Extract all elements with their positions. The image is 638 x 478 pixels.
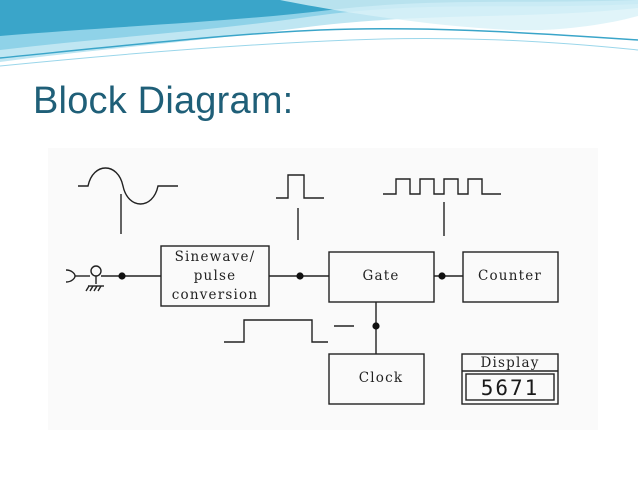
junction-dot: [438, 272, 446, 280]
display-label: Display: [480, 355, 539, 371]
slide-title: Block Diagram:: [33, 80, 294, 122]
counter-block: [462, 251, 559, 303]
sine-wave-trace: [78, 167, 178, 205]
gate-control-pulse-trace: [224, 319, 328, 343]
single-pulse-trace: [276, 174, 324, 199]
sinewave-pulse-label-line2: pulse: [194, 268, 237, 284]
display-value: 5671: [481, 376, 540, 400]
sinewave-pulse-label-line1: Sinewave/: [175, 249, 256, 265]
block-diagram-svg: Sinewave/ pulse conversion Gate Counter …: [65, 167, 559, 405]
counter-label: Counter: [478, 268, 542, 284]
display-block: [461, 353, 559, 405]
clock-block: [328, 353, 425, 405]
junction-dot: [118, 272, 126, 280]
junction-dot: [296, 272, 304, 280]
header-wave-decoration: [0, 0, 638, 67]
block-diagram: Sinewave/ pulse conversion Gate Counter …: [48, 148, 598, 430]
pulse-train-trace: [383, 178, 501, 195]
gate-label: Gate: [362, 268, 399, 284]
sinewave-pulse-label-line3: conversion: [172, 287, 259, 303]
input-jack-icon: [65, 269, 76, 283]
gate-block: [328, 251, 435, 303]
clock-label: Clock: [359, 370, 404, 386]
junction-dot: [372, 322, 380, 330]
ground-node-icon: [90, 265, 102, 277]
